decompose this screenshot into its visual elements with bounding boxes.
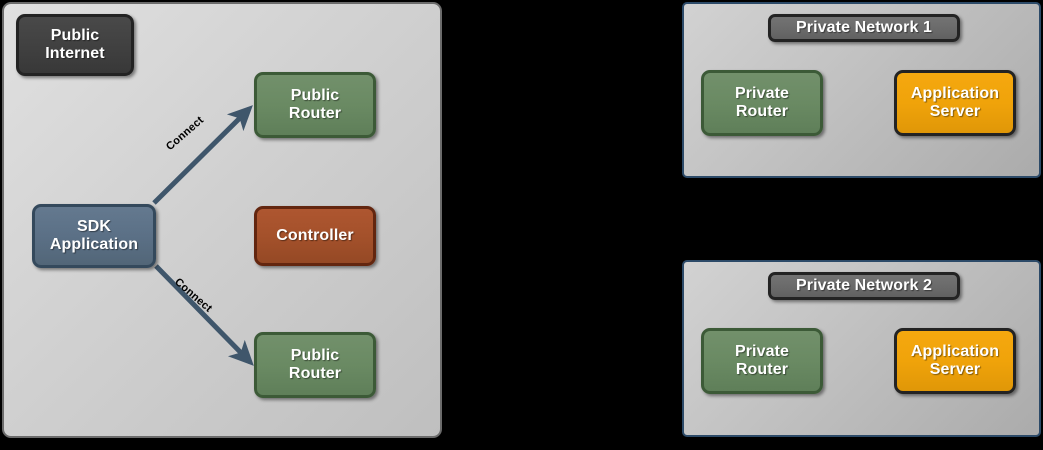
private-network-2-title: Private Network 2 (768, 272, 960, 300)
node-public-router-1-line1: Public (290, 87, 340, 105)
node-application-server-2-line2: Server (929, 361, 981, 378)
private-network-1-title: Private Network 1 (768, 14, 960, 42)
node-public-internet-line2: Internet (45, 45, 105, 62)
private-network-2-zone: Private Network 2 Private Router Applica… (682, 260, 1041, 437)
node-private-router-1[interactable]: Private Router (701, 70, 823, 136)
node-application-server-1-line2: Server (929, 103, 981, 120)
node-public-internet-line1: Public (50, 27, 100, 45)
edge-sdk-to-public-router-2 (154, 264, 254, 366)
node-application-server-2[interactable]: Application Server (894, 328, 1016, 394)
node-private-router-1-line2: Router (735, 103, 789, 120)
node-private-router-2-line1: Private (734, 343, 790, 361)
node-sdk-application[interactable]: SDK Application (32, 204, 156, 268)
node-sdk-application-line1: SDK (76, 218, 112, 236)
node-public-router-2[interactable]: Public Router (254, 332, 376, 398)
node-private-router-2-line2: Router (735, 361, 789, 378)
node-application-server-1[interactable]: Application Server (894, 70, 1016, 136)
node-application-server-2-line1: Application (910, 343, 1000, 361)
public-internet-zone: Connect Connect Public Internet Public R… (2, 2, 442, 438)
node-public-router-1[interactable]: Public Router (254, 72, 376, 138)
node-controller[interactable]: Controller (254, 206, 376, 266)
edge-label-connect-lower: Connect (172, 276, 215, 315)
edge-label-connect-upper: Connect (164, 114, 207, 154)
node-sdk-application-line2: Application (49, 236, 139, 253)
node-private-router-2[interactable]: Private Router (701, 328, 823, 394)
node-public-router-2-line1: Public (290, 347, 340, 365)
node-public-internet[interactable]: Public Internet (16, 14, 134, 76)
node-public-router-2-line2: Router (288, 365, 342, 382)
private-network-1-zone: Private Network 1 Private Router Applica… (682, 2, 1041, 178)
node-application-server-1-line1: Application (910, 85, 1000, 103)
node-public-router-1-line2: Router (288, 105, 342, 122)
node-private-router-1-line1: Private (734, 85, 790, 103)
node-controller-label: Controller (276, 227, 354, 245)
